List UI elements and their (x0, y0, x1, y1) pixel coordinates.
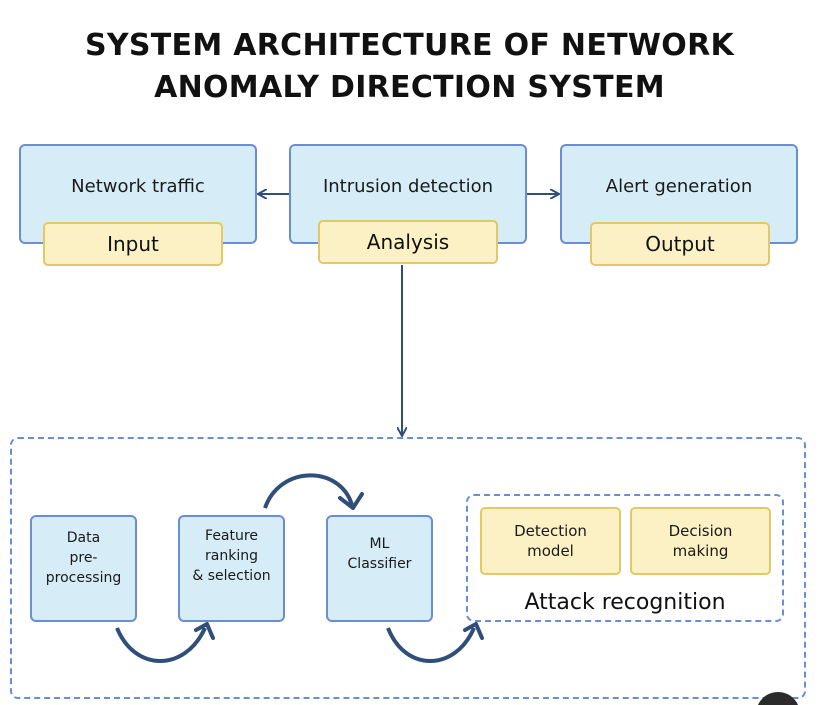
decision-making-label: Decision making (668, 522, 733, 560)
analysis-tag: Analysis (318, 220, 498, 264)
output-tag: Output (590, 222, 770, 266)
ml-classifier-box: ML Classifier (326, 515, 433, 622)
alert-generation-label: Alert generation (605, 176, 753, 197)
intrusion-detection-label: Intrusion detection (322, 176, 494, 197)
feature-ranking-box: Feature ranking & selection (178, 515, 285, 622)
detection-model-label: Detection model (514, 522, 587, 560)
data-preprocessing-box: Data pre- processing (30, 515, 137, 622)
ml-classifier-label: ML Classifier (347, 535, 412, 572)
processing-pipeline-container (10, 437, 806, 699)
feature-ranking-label: Feature ranking & selection (192, 527, 271, 584)
attack-recognition-label: Attack recognition (524, 590, 726, 615)
decision-making-box: Decision making (630, 507, 771, 575)
detection-model-box: Detection model (480, 507, 621, 575)
attack-recognition-group (466, 494, 784, 622)
corner-circle-decoration (756, 692, 800, 705)
data-preprocessing-label: Data pre- processing (45, 529, 122, 586)
diagram-title-line-2: ANOMALY DIRECTION SYSTEM (154, 70, 665, 105)
network-traffic-label: Network traffic (71, 176, 205, 197)
input-tag: Input (43, 222, 223, 266)
diagram-title-line-1: SYSTEM ARCHITECTURE OF NETWORK (84, 28, 735, 63)
